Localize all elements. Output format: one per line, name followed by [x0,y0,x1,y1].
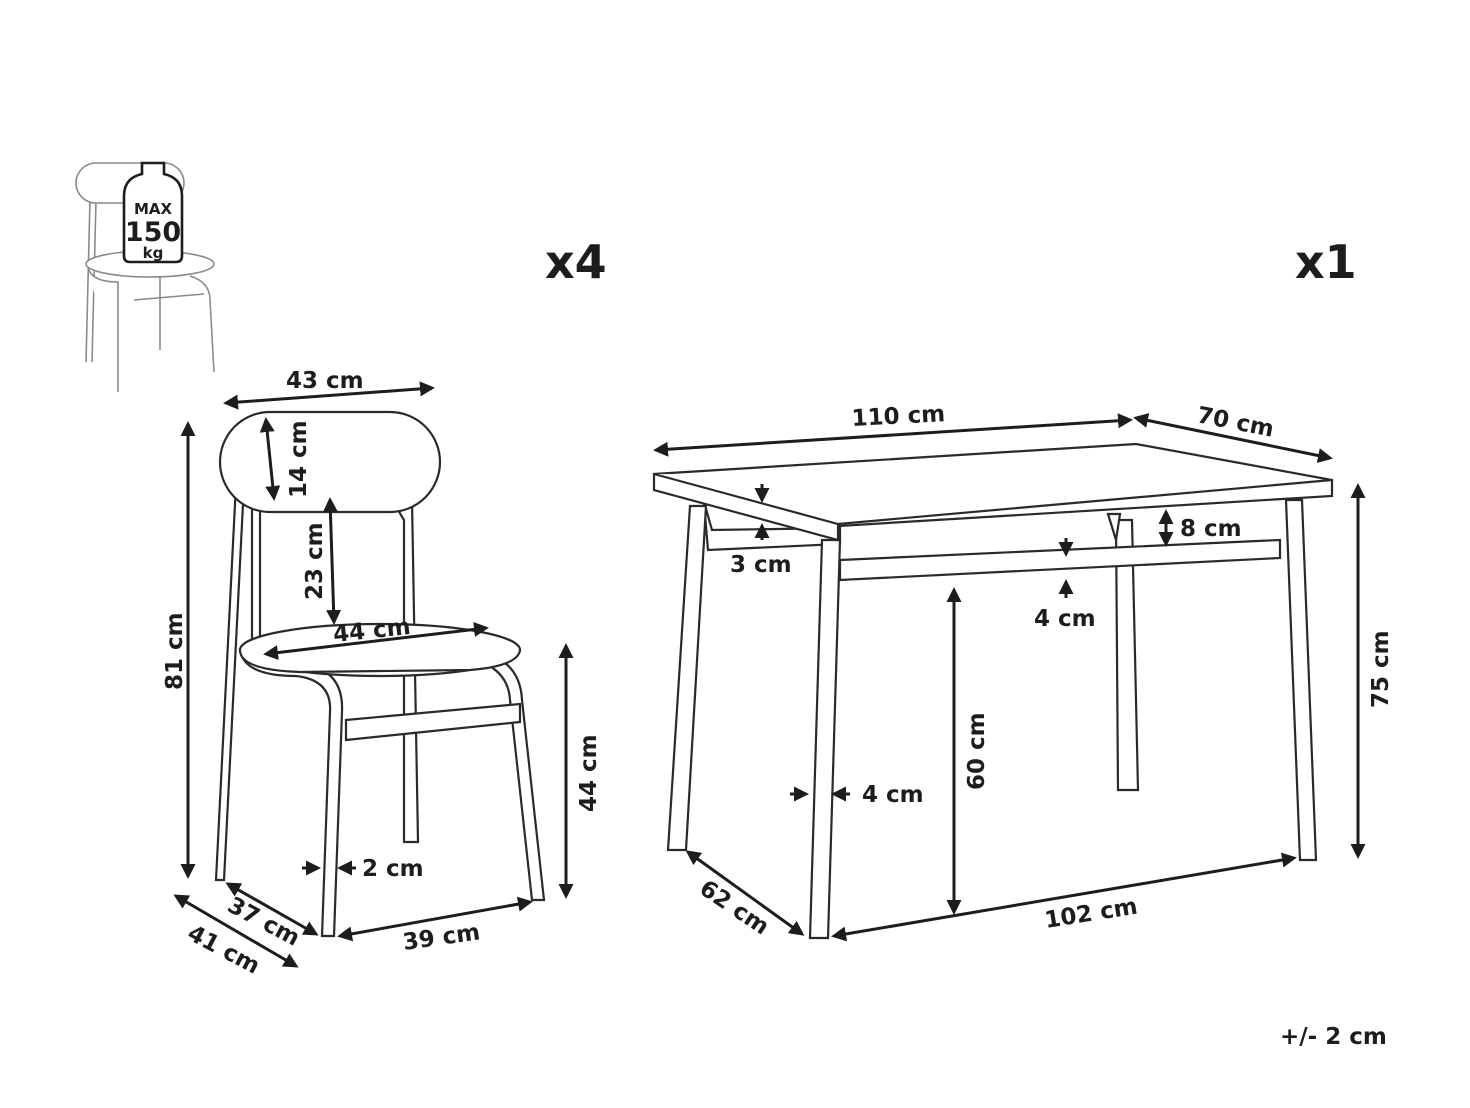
table-back-leg-right [1114,518,1140,792]
thumb-rail [133,293,205,301]
chair-backrest [218,410,442,514]
dim-arrow-table-width [1133,413,1333,463]
dim-arrow-chair-front-width [337,896,533,942]
dim-arrow-table-leg-span [831,852,1297,942]
table-apron-label: 8 cm [1180,516,1242,542]
chair-front-leg-left [238,648,344,938]
chair-front-leg-right [456,648,546,902]
table-quantity: x1 [1295,235,1357,289]
chair-seat-height-label: 44 cm [576,734,602,812]
table-apron-bracket [1106,512,1122,541]
chair-front-width-label: 39 cm [401,919,481,956]
dim-arrow-chair-backrest [259,417,281,501]
thumb-front-leg-right [189,275,215,373]
table-rail-label: 4 cm [1034,606,1096,632]
table-front-leg-left [808,538,842,940]
chair-back-gap-label: 23 cm [302,522,328,600]
table-leg-thickness-label: 4 cm [862,782,924,808]
thumb-back-leg-left [85,199,91,363]
table-top-edge [653,472,1333,526]
badge-max: MAX [134,200,173,218]
load-thumbnail: MAX 150 kg [75,161,215,392]
weight-icon [122,161,184,264]
badge-unit: kg [143,244,164,262]
badge-value: 150 [125,217,181,248]
chair-width-back-label: 43 cm [286,368,364,394]
table-front-leg-right [1284,498,1318,862]
table-top-thickness-label: 3 cm [730,552,792,578]
table-apron-left [702,501,842,552]
chair-backrest-label: 14 cm [286,420,312,498]
dim-arrow-chair-width-back [223,381,435,410]
table-length-label: 110 cm [851,401,946,432]
dim-arrow-chair-back-gap [322,497,342,625]
chair-back-leg-left [214,482,246,882]
dim-arrow-table-length [653,413,1133,457]
table-leg-span-label: 102 cm [1043,894,1140,934]
chair-leg-label: 2 cm [362,856,424,882]
chair-height-label: 81 cm [162,612,188,690]
chair-quantity: x4 [545,235,607,289]
chair-drawing: 43 cm 14 cm 23 cm 44 cm 81 cm 44 cm 2 cm… [162,368,602,980]
table-back-leg-left [666,504,708,852]
dim-arrow-table-leg-depth [685,850,805,936]
thumb-front-leg-left [87,267,119,392]
chair-rail [344,702,522,742]
table-rail-front [838,538,1282,582]
tolerance-note: +/- 2 cm [1280,1024,1387,1050]
dim-arrow-chair-depth-outer [173,894,299,968]
dim-arrow-chair-seat [263,621,489,661]
table-clearance-label: 60 cm [964,712,990,790]
table-width-label: 70 cm [1195,402,1276,442]
table-drawing: 110 cm 70 cm 3 cm 8 cm 4 cm 75 cm 60 cm … [652,401,1394,942]
chair-back-post-inner [250,498,262,642]
table-height-label: 75 cm [1368,630,1394,708]
